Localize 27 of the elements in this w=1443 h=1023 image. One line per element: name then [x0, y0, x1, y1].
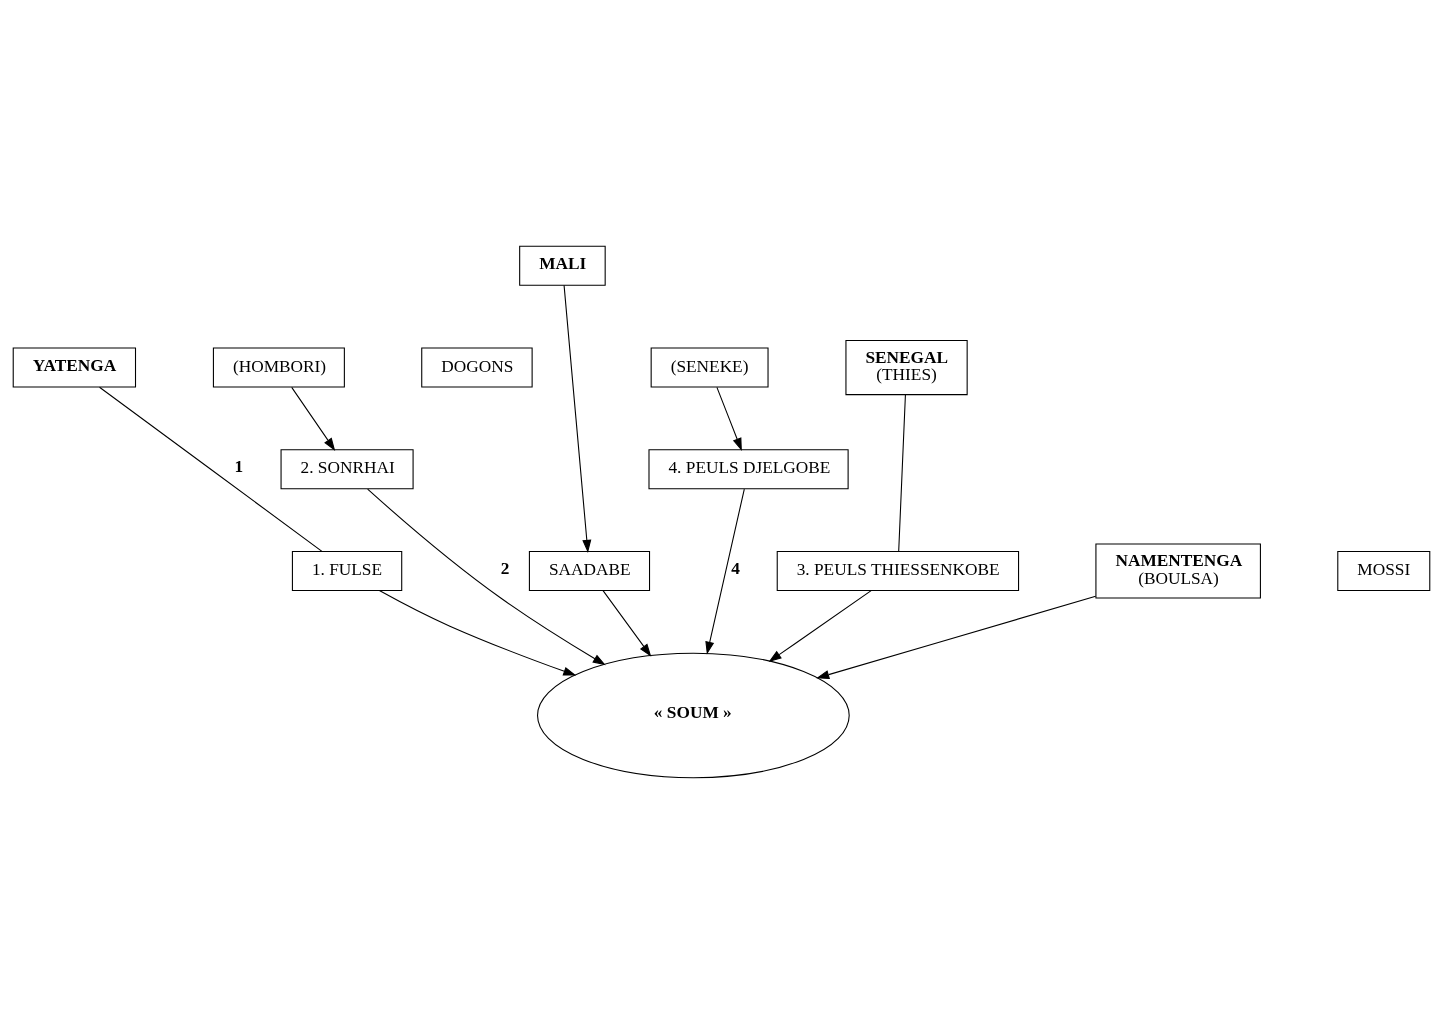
arrow [291, 386, 336, 451]
node-box: YATENGA [12, 347, 137, 388]
arrow [378, 589, 577, 676]
node-box: (SENEKE) [650, 347, 769, 388]
arrow [367, 488, 606, 665]
edge-label: 2 [500, 558, 510, 578]
arrow [716, 386, 742, 451]
node-box: SAADABE [528, 550, 651, 591]
arrow [563, 284, 592, 553]
node-box: (HOMBORI) [212, 347, 345, 388]
arrow [602, 589, 652, 657]
arrow [705, 488, 745, 655]
node-box: MOSSI [1337, 550, 1431, 591]
node-box: MALI [519, 245, 606, 286]
node-box: NAMENTENGA (BOULSA) [1095, 542, 1261, 599]
arrow [816, 595, 1097, 679]
edge-label: 4 [731, 558, 740, 578]
edge-label: 1 [234, 456, 244, 476]
node-box: 1. FULSE [291, 550, 403, 591]
arrow [768, 589, 872, 662]
connector [99, 386, 323, 552]
connector [898, 393, 906, 552]
node-box: 2. SONRHAI [280, 448, 414, 489]
node-box: 3. PEULS THIESSENKOBE [776, 550, 1020, 591]
node-box: 4. PEULS DJELGOBE [648, 448, 849, 489]
node-box: SENEGAL (THIES) [845, 339, 968, 395]
node-box: DOGONS [421, 347, 533, 388]
